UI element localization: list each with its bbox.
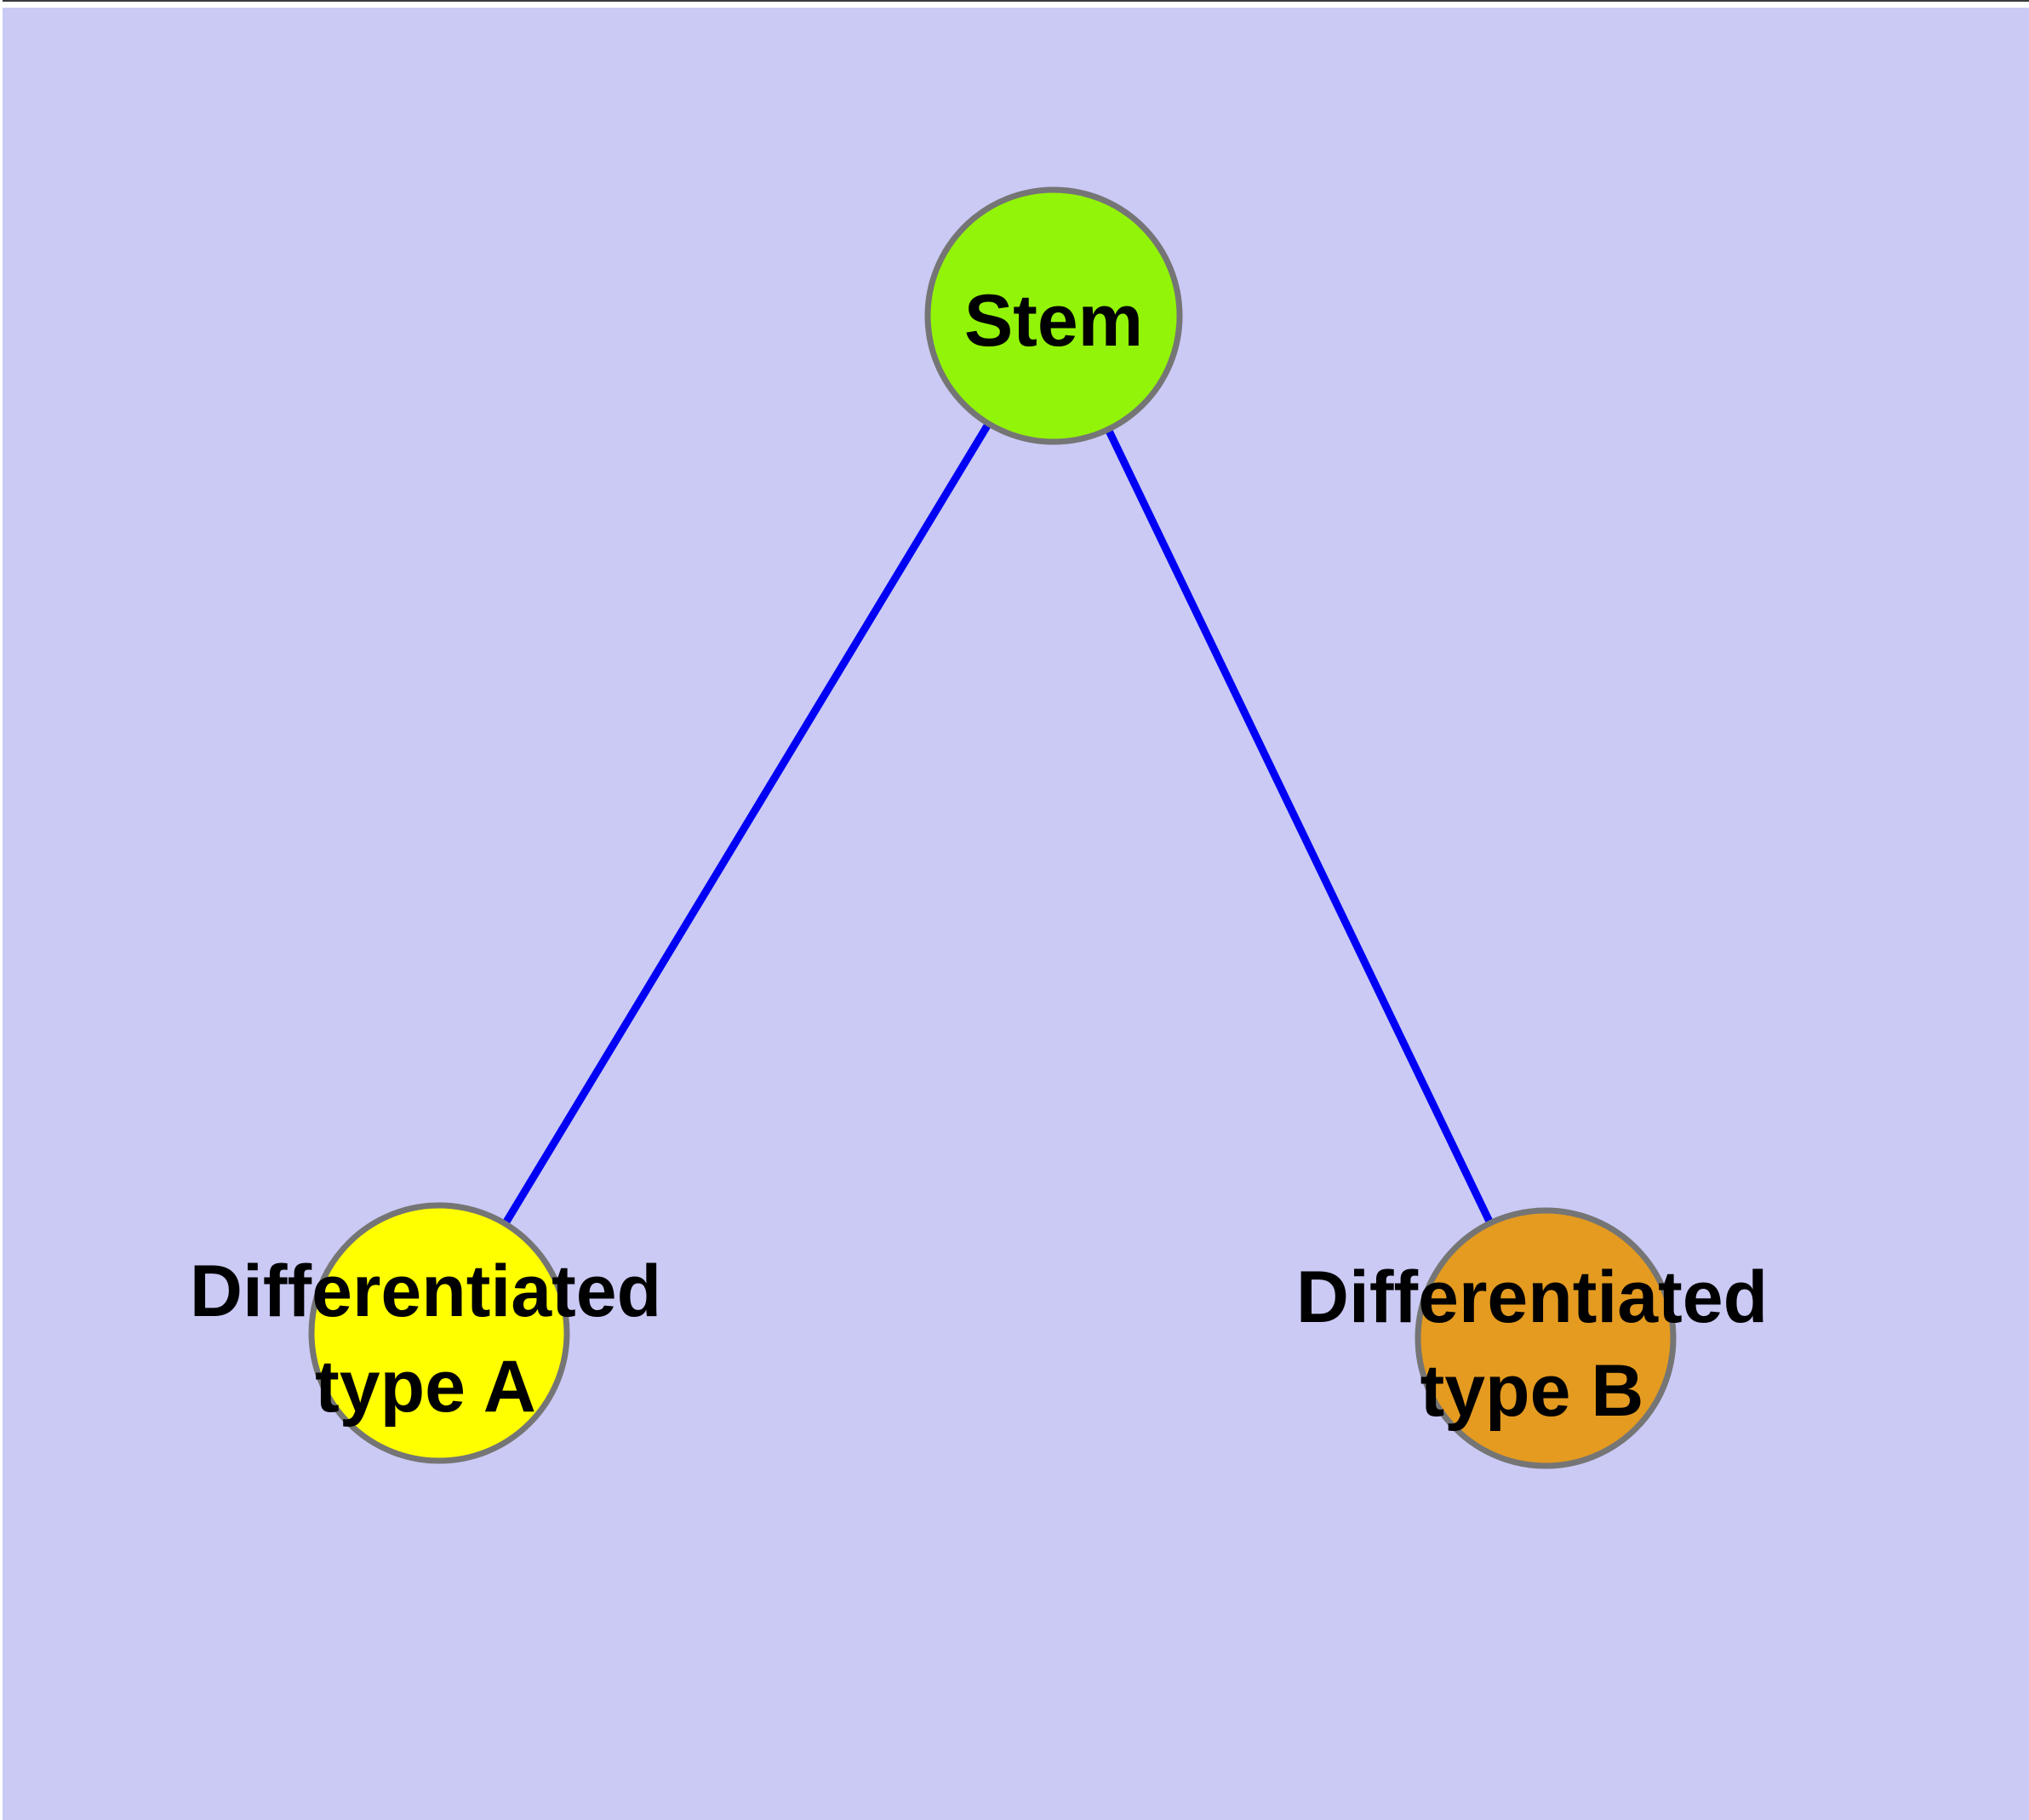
node-type-a-label-line1: Differentiated bbox=[190, 1251, 661, 1332]
node-type-b-label-line1: Differentiated bbox=[1296, 1256, 1768, 1338]
node-differentiated-type-a bbox=[308, 1202, 570, 1464]
node-stem-label: Stem bbox=[964, 280, 1143, 362]
node-differentiated-type-b bbox=[1415, 1207, 1677, 1469]
edge-stem-to-type-a bbox=[436, 313, 1057, 1336]
window-edge-left bbox=[0, 0, 3, 1820]
node-type-a-label-line2: type A bbox=[315, 1346, 536, 1428]
window-edge-top bbox=[0, 0, 2029, 8]
edge-stem-to-type-b bbox=[1049, 314, 1550, 1340]
node-stem bbox=[924, 186, 1183, 445]
node-type-b-label-line2: type B bbox=[1420, 1350, 1644, 1432]
